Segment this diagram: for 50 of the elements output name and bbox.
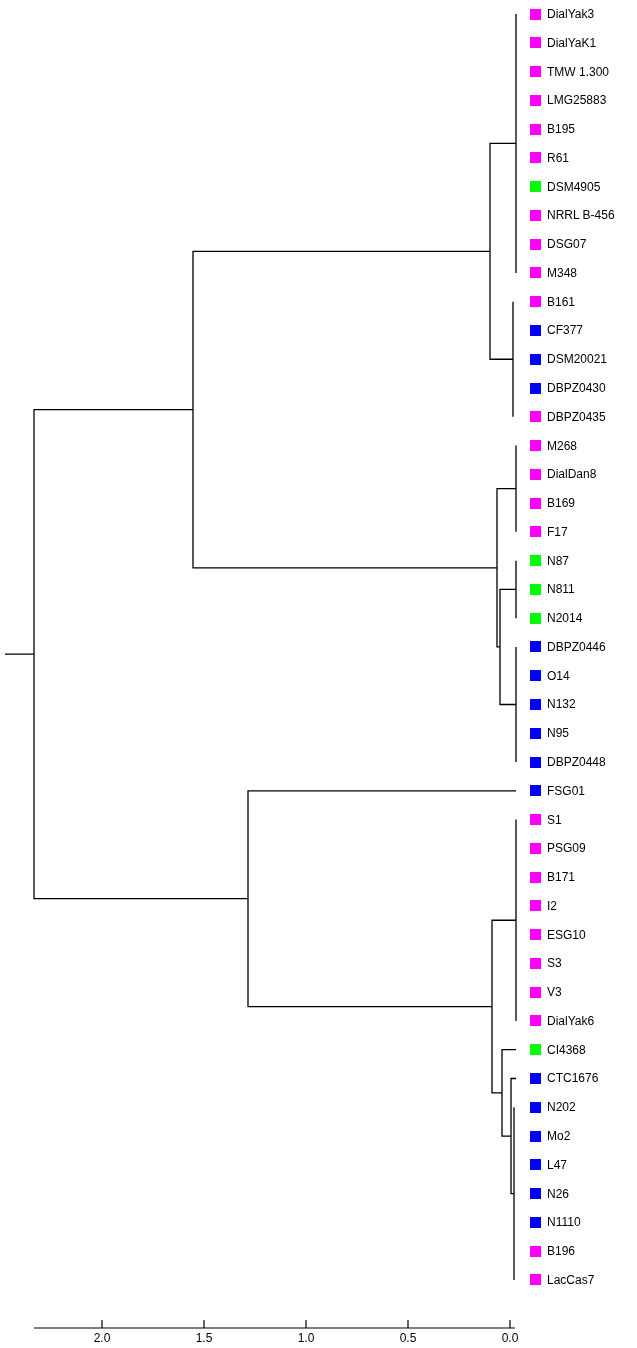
strain-label: ESG10 (547, 927, 586, 942)
strain-label: DSM4905 (547, 179, 601, 194)
strain-label: B161 (547, 294, 576, 309)
strain-label: DBPZ0435 (547, 409, 606, 424)
strain-label: B196 (547, 1244, 576, 1259)
strain-label: N87 (547, 553, 569, 568)
strain-label: TMW 1.300 (547, 64, 609, 79)
strain-label: F17 (547, 524, 568, 539)
strain-label: B171 (547, 870, 576, 885)
tick-label: 1.5 (194, 1331, 214, 1345)
strain-label: S3 (547, 956, 562, 971)
strain-label: N2014 (547, 611, 583, 626)
strain-label: CTC1676 (547, 1071, 599, 1086)
strain-label: DialYaK1 (547, 35, 597, 50)
strain-label: S1 (547, 812, 562, 827)
strain-label: L47 (547, 1157, 568, 1172)
strain-label: DSG07 (547, 237, 587, 252)
strain-label: DialYak6 (547, 1013, 595, 1028)
strain-label: M348 (547, 265, 578, 280)
strain-label: DialDan8 (547, 467, 597, 482)
strain-label: N1110 (547, 1215, 581, 1230)
strain-label: N26 (547, 1186, 569, 1201)
tick-label: 0.5 (398, 1331, 418, 1345)
strain-label: DBPZ0430 (547, 381, 606, 395)
strain-label: DSM20021 (547, 352, 608, 367)
strain-label: O14 (547, 668, 570, 683)
strain-label: DBPZ0446 (547, 639, 606, 654)
strain-label: PSG09 (547, 841, 586, 856)
strain-label: DBPZ0448 (547, 755, 606, 769)
strain-label: N132 (547, 697, 576, 712)
strain-label: Mo2 (547, 1129, 571, 1143)
strain-label: B169 (547, 496, 576, 511)
strain-label: R61 (547, 150, 569, 165)
strain-label: CI4368 (547, 1042, 586, 1057)
strain-label: FSG01 (547, 783, 585, 798)
strain-label: M268 (547, 438, 578, 453)
strain-label: B195 (547, 122, 576, 137)
tick-label: 1.0 (296, 1331, 316, 1345)
tick-label: 0.0 (500, 1331, 520, 1345)
strain-label: LMG25883 (547, 93, 607, 108)
strain-label: DialYak3 (547, 7, 595, 21)
strain-label: N811 (547, 582, 575, 597)
tick-label: 2.0 (92, 1331, 112, 1345)
strain-label: V3 (547, 985, 562, 1000)
strain-label: I2 (547, 898, 557, 913)
strain-label: N202 (547, 1100, 576, 1115)
strain-label: LacCas7 (547, 1272, 595, 1287)
strain-label: N95 (547, 726, 569, 741)
strain-label: NRRL B-456 (547, 208, 615, 223)
strain-label: CF377 (547, 323, 584, 338)
